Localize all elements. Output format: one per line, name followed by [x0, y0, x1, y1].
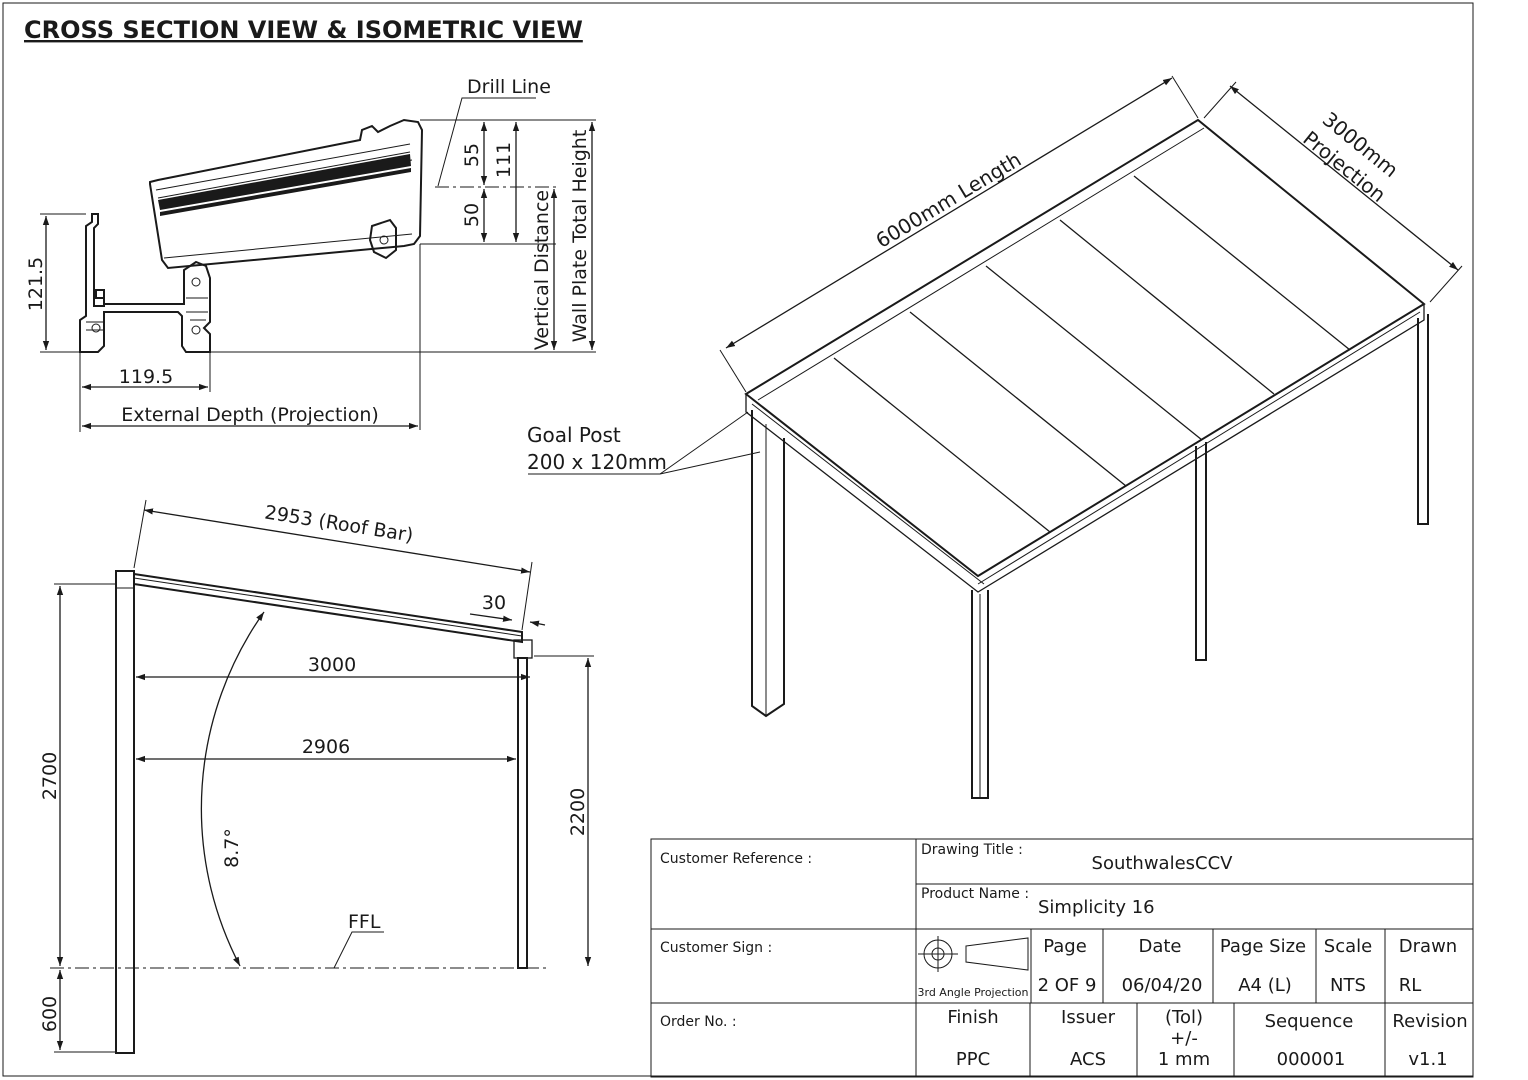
dim-55: 55 — [461, 143, 483, 167]
drill-line-leader — [437, 97, 536, 187]
ffl-label: FFL — [348, 911, 381, 933]
scale-value: NTS — [1330, 975, 1366, 996]
goal-post-size: 200 x 120mm — [527, 450, 667, 474]
scale-header: Scale — [1324, 936, 1372, 957]
issuer-value: ACS — [1070, 1049, 1106, 1070]
page-size-value: A4 (L) — [1238, 975, 1292, 996]
order-no-label: Order No. : — [660, 1014, 737, 1030]
dim-30: 30 — [482, 592, 506, 614]
wall-plate-profile — [79, 213, 211, 353]
beam-profile — [149, 118, 424, 270]
dim-50: 50 — [461, 203, 483, 227]
dim-119-5: 119.5 — [119, 366, 173, 388]
sheet-border — [2, 2, 1474, 1077]
date-header: Date — [1138, 936, 1181, 957]
title-block: Customer Reference : Drawing Title : Sou… — [650, 838, 1474, 1078]
dim-2906: 2906 — [302, 736, 350, 758]
iso-roof-edge — [745, 304, 1425, 593]
wall-plate-detail — [86, 297, 208, 331]
customer-reference-label: Customer Reference : — [660, 851, 812, 867]
drawing-title-value: SouthwalesCCV — [1092, 853, 1234, 874]
isometric-view: 6000mm Length 3000mm Projection Goal Pos… — [527, 75, 1463, 799]
date-value: 06/04/20 — [1122, 975, 1203, 996]
third-angle-projection-icon — [918, 936, 1029, 972]
wall-plate-screw-port — [191, 277, 201, 287]
vertical-distance-label: Vertical Distance — [531, 190, 553, 350]
iso-roof — [744, 118, 1426, 578]
revision-header: Revision — [1392, 1011, 1467, 1032]
beam-seal-strip — [160, 168, 411, 216]
customer-sign-label: Customer Sign : — [660, 940, 772, 956]
iso-roof-lines — [751, 127, 1421, 585]
iso-post — [1195, 442, 1207, 661]
drawing-heading: CROSS SECTION VIEW & ISOMETRIC VIEW — [24, 16, 583, 44]
cross-section-view: 55 50 111 Vertical Distance Wall Plate T… — [25, 76, 596, 432]
iso-length-label: 6000mm Length — [871, 147, 1025, 253]
glazing-bar — [985, 265, 1203, 441]
revision-value: v1.1 — [1408, 1049, 1447, 1070]
page-header: Page — [1043, 936, 1087, 957]
drawn-value: RL — [1399, 975, 1422, 996]
wall-plate-screw-port — [91, 323, 101, 333]
beam-lines — [163, 233, 413, 259]
glazing-bar — [1133, 175, 1351, 351]
drawn-header: Drawn — [1399, 936, 1457, 957]
goal-post-label: Goal Post — [527, 423, 621, 447]
tol-plus-minus: +/- — [1170, 1028, 1198, 1049]
sequence-header: Sequence — [1265, 1011, 1354, 1032]
dim-111: 111 — [493, 142, 515, 178]
glazing-bar — [1059, 219, 1275, 395]
finish-header: Finish — [947, 1007, 998, 1028]
drill-line-label: Drill Line — [467, 76, 551, 98]
product-name-value: Simplicity 16 — [1038, 897, 1155, 918]
external-depth-label: External Depth (Projection) — [121, 404, 379, 426]
wall-plate-screw-port — [191, 325, 201, 335]
beam-screw-port — [379, 235, 389, 245]
tol-value: 1 mm — [1158, 1049, 1210, 1070]
dim-2700: 2700 — [39, 752, 61, 800]
wall-plate-height-label: Wall Plate Total Height — [569, 130, 591, 343]
glazing-bar — [833, 357, 1051, 533]
iso-post — [1417, 314, 1429, 525]
side-elevation-view: FFL 2953 (Roof Bar) 30 3000 2906 8.7° 27… — [39, 499, 594, 1054]
issuer-header: Issuer — [1061, 1007, 1116, 1028]
page-size-header: Page Size — [1220, 936, 1306, 957]
roof-bar — [133, 572, 523, 644]
beam-channel — [368, 218, 397, 260]
glazing-bar — [909, 311, 1127, 487]
dim-roof-bar: 2953 (Roof Bar) — [263, 501, 415, 546]
dim-2200: 2200 — [567, 788, 589, 836]
dim-121-5: 121.5 — [25, 257, 47, 311]
product-name-label: Product Name : — [921, 886, 1029, 902]
dim-angle: 8.7° — [221, 828, 243, 868]
sequence-value: 000001 — [1277, 1049, 1346, 1070]
iso-goal-post — [751, 410, 785, 718]
angle-arc — [200, 611, 265, 967]
finish-value: PPC — [956, 1049, 990, 1070]
projection-note: 3rd Angle Projection — [918, 986, 1029, 999]
drawing-title-label: Drawing Title : — [921, 842, 1023, 858]
page-value: 2 OF 9 — [1038, 975, 1097, 996]
dim-3000: 3000 — [308, 654, 356, 676]
tol-header: (Tol) — [1165, 1007, 1203, 1028]
wall-post — [115, 570, 135, 1054]
dim-600: 600 — [39, 996, 61, 1032]
front-post — [517, 657, 528, 969]
beam-seal-strip — [158, 154, 411, 210]
